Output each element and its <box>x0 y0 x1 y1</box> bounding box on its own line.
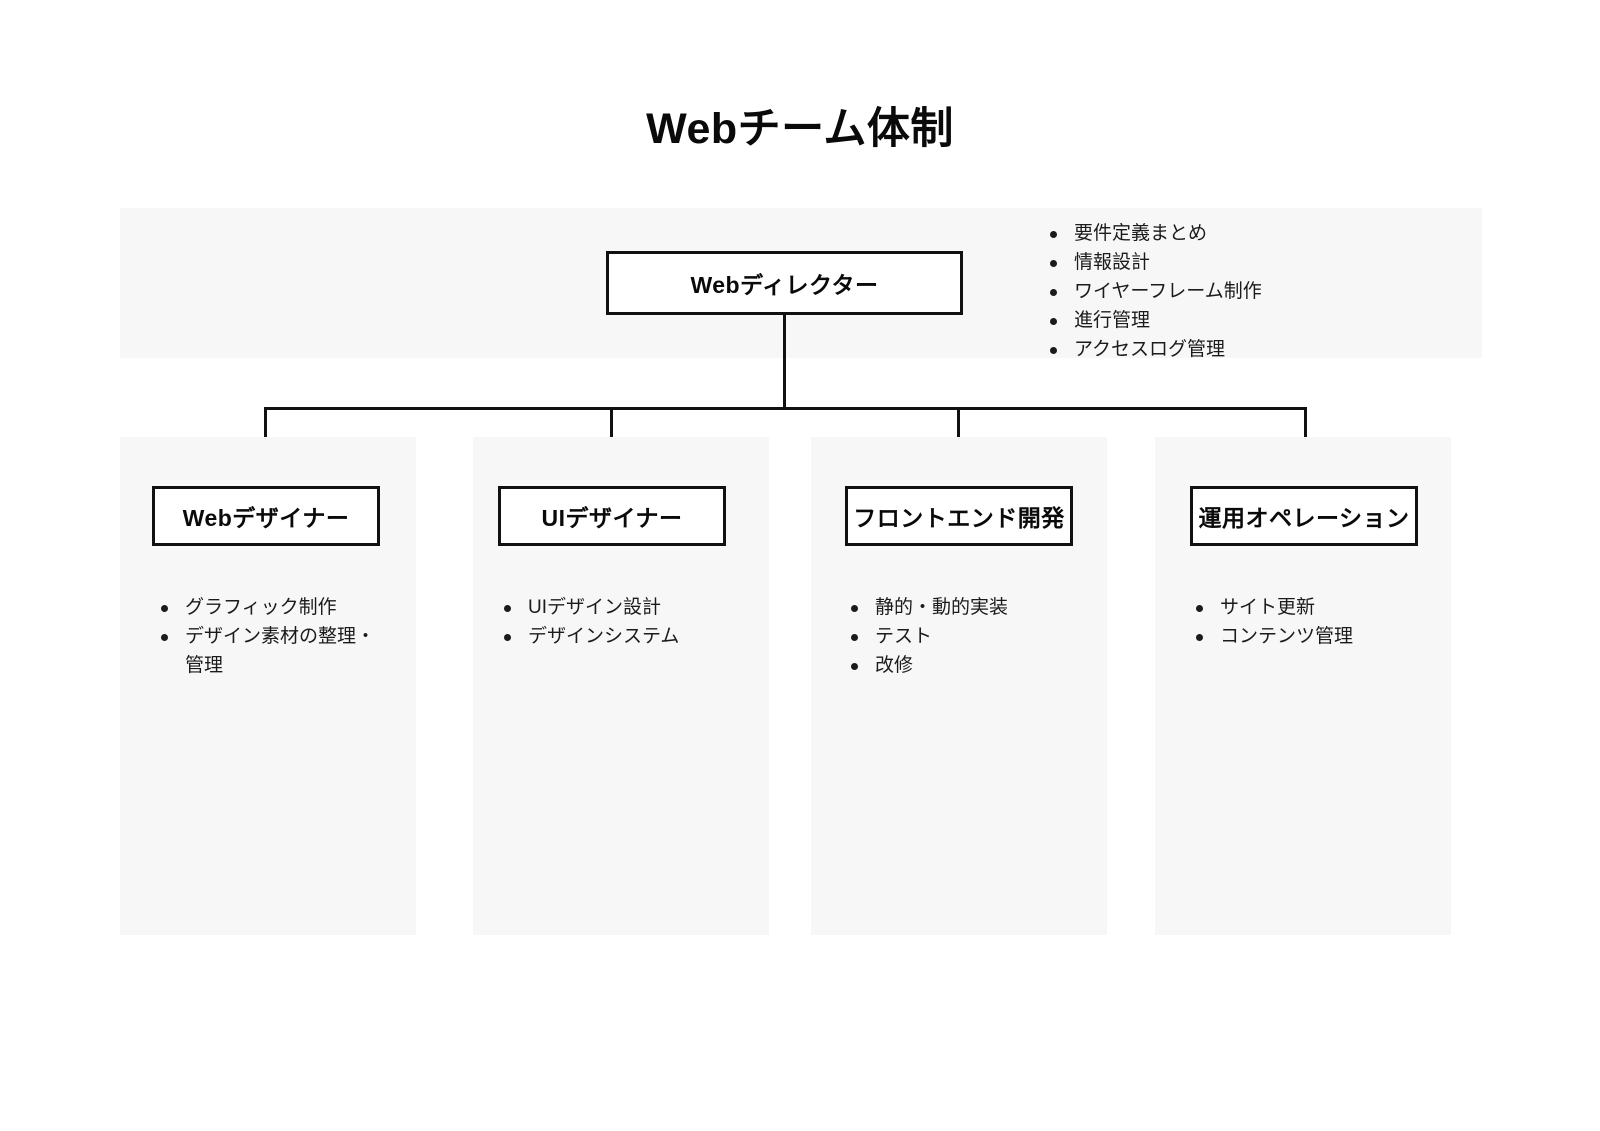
node-label: 運用オペレーション <box>1198 505 1410 531</box>
node-box-frontend-development[interactable]: フロントエンド開発 <box>845 486 1073 546</box>
list-item: テスト <box>849 622 1069 651</box>
node-box-operations[interactable]: 運用オペレーション <box>1190 486 1418 546</box>
list-item: UIデザイン設計 <box>502 593 722 622</box>
list-item: コンテンツ管理 <box>1194 622 1414 651</box>
node-box-ui-designer[interactable]: UIデザイナー <box>498 486 726 546</box>
node-label: Webデザイナー <box>182 505 350 531</box>
list-item: 進行管理 <box>1048 306 1448 335</box>
node-box-web-designer[interactable]: Webデザイナー <box>152 486 380 546</box>
node-label: フロントエンド開発 <box>853 505 1065 531</box>
responsibility-list-web-designer: グラフィック制作 デザイン素材の整理・管理 <box>159 593 379 680</box>
list-item: 改修 <box>849 651 1069 680</box>
page-title: Webチーム体制 <box>646 105 954 153</box>
list-item: 要件定義まとめ <box>1048 219 1448 248</box>
responsibility-list-web-director: 要件定義まとめ 情報設計 ワイヤーフレーム制作 進行管理 アクセスログ管理 <box>1048 219 1448 364</box>
list-item: デザインシステム <box>502 622 722 651</box>
connector-horizontal-bus <box>264 407 1307 410</box>
responsibility-list-frontend-development: 静的・動的実装 テスト 改修 <box>849 593 1069 680</box>
connector-root-vertical <box>783 315 786 410</box>
node-box-web-director[interactable]: Webディレクター <box>606 251 963 315</box>
list-item: ワイヤーフレーム制作 <box>1048 277 1448 306</box>
node-label: UIデザイナー <box>541 505 683 531</box>
list-item: 静的・動的実装 <box>849 593 1069 622</box>
list-item: グラフィック制作 <box>159 593 379 622</box>
list-item: デザイン素材の整理・管理 <box>159 622 379 680</box>
list-item: 情報設計 <box>1048 248 1448 277</box>
responsibility-list-ui-designer: UIデザイン設計 デザインシステム <box>502 593 722 651</box>
responsibility-list-operations: サイト更新 コンテンツ管理 <box>1194 593 1414 651</box>
list-item: アクセスログ管理 <box>1048 335 1448 364</box>
node-label: Webディレクター <box>690 272 879 298</box>
list-item: サイト更新 <box>1194 593 1414 622</box>
